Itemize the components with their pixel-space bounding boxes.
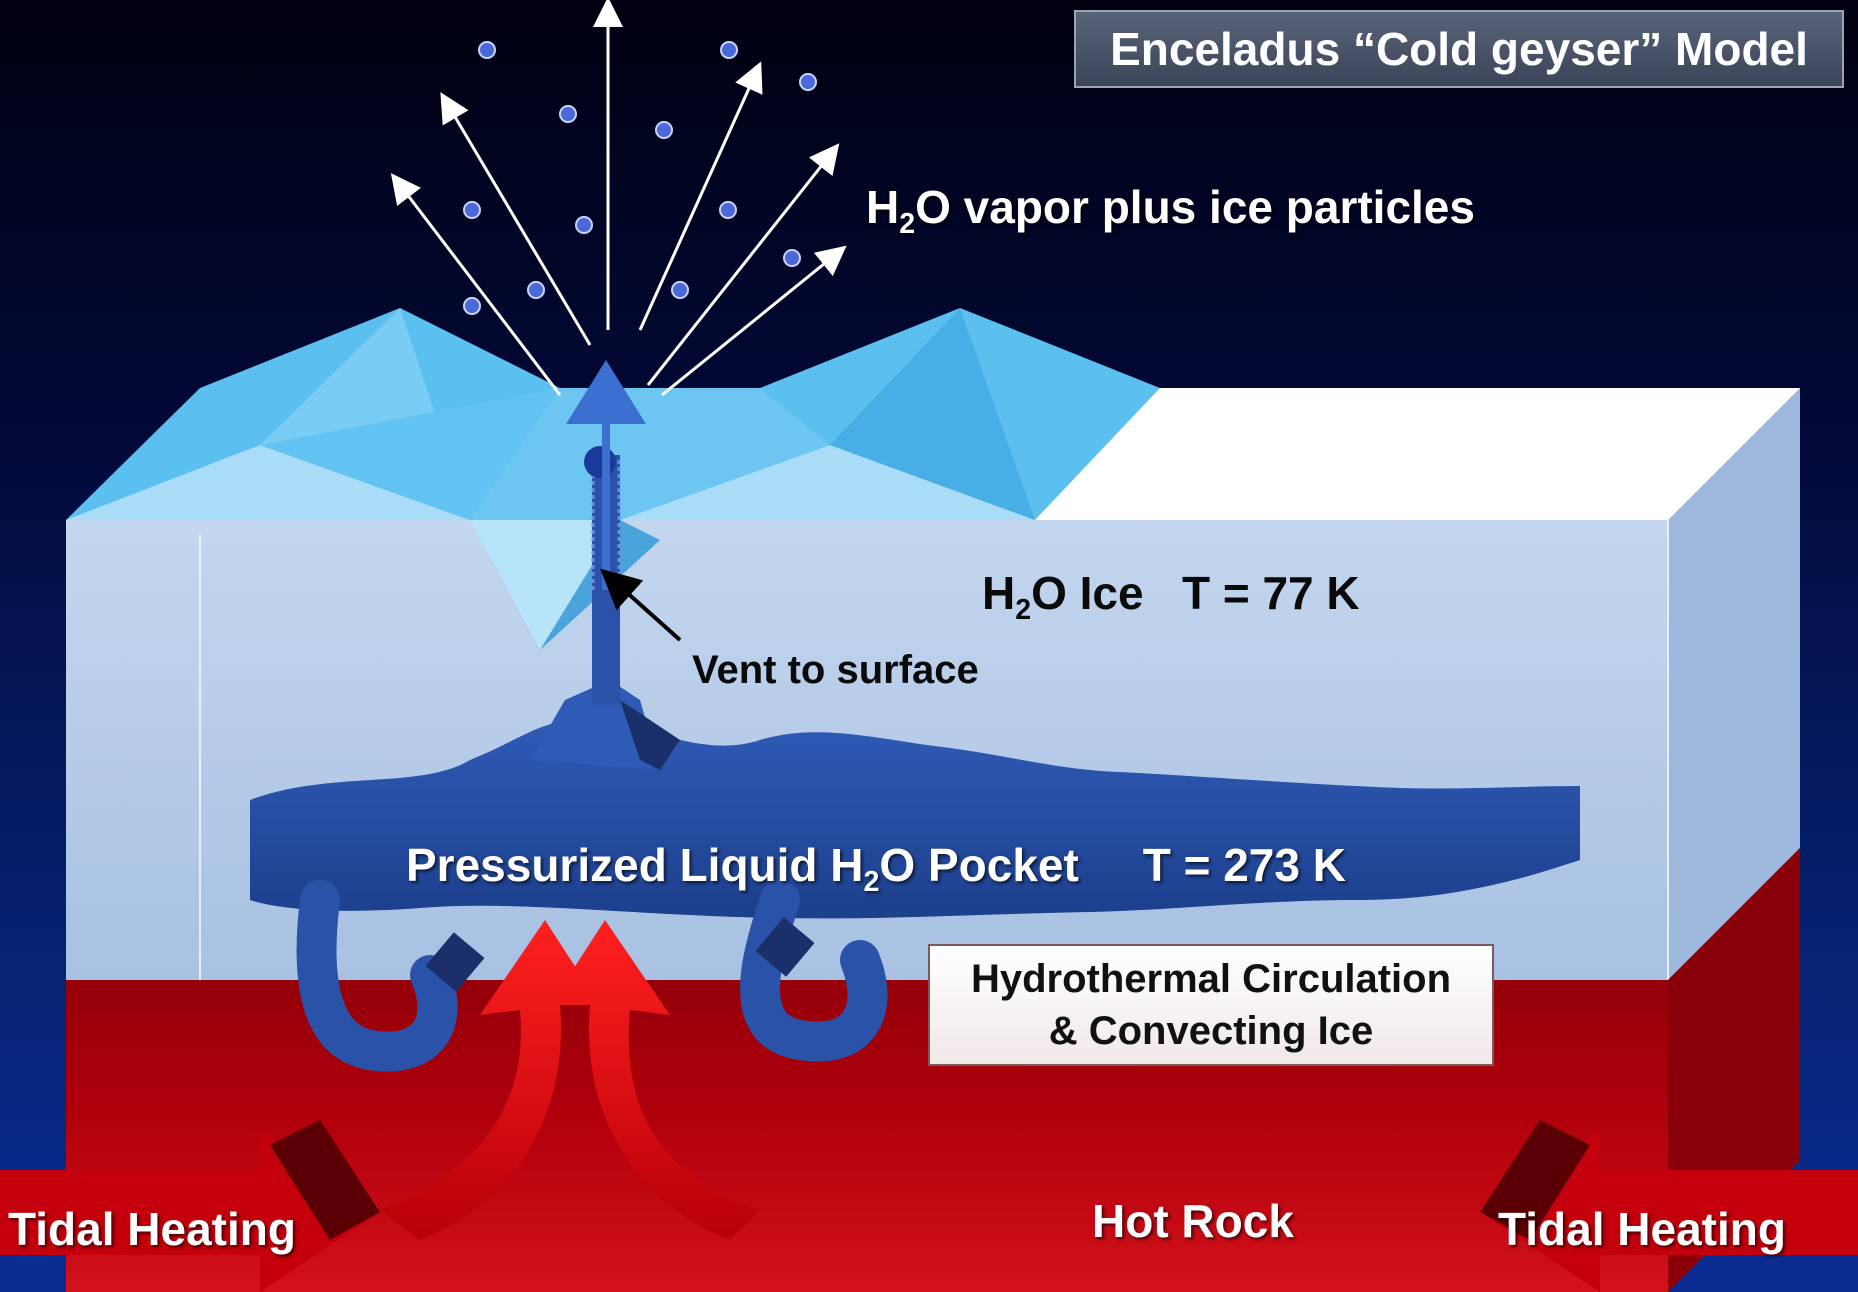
ice-label: H2O Ice T = 77 K (982, 567, 1360, 626)
vapor-arrow-icon (440, 92, 592, 346)
particle-dot-icon (655, 121, 673, 139)
particle-dot-icon (463, 201, 481, 219)
hydrothermal-line-1: Hydrothermal Circulation (970, 957, 1452, 1001)
pocket-vent-shadow (620, 700, 680, 770)
particle-dot-icon (720, 41, 738, 59)
hydrothermal-box: Hydrothermal Circulation & Convecting Ic… (928, 944, 1494, 1066)
particle-dot-icon (575, 216, 593, 234)
vapor-arrow-icon (390, 173, 562, 396)
pocket-loop-right-cap (755, 917, 815, 977)
vapor-arrows (390, 0, 847, 397)
ice-surface-ridges (66, 308, 1160, 650)
pocket-body (250, 720, 1580, 919)
tidal-arrow-icon (0, 1130, 380, 1292)
vapor-arrow-icon (646, 143, 840, 386)
convection-arrow-icon (550, 920, 760, 1240)
tidal-heating-right-label: Tidal Heating (1498, 1203, 1786, 1255)
vent-pointer-arrow (600, 568, 682, 642)
particle-dot-icon (783, 249, 801, 267)
vent-bubble-icon (584, 446, 616, 478)
vapor-label: H2O vapor plus ice particles (866, 181, 1475, 240)
hydrothermal-line-2: & Convecting Ice (1048, 1009, 1374, 1053)
convection-arrows (380, 920, 760, 1240)
particle-dot-icon (478, 41, 496, 59)
tidal-arrows (0, 1120, 1858, 1292)
particle-dot-icon (671, 281, 689, 299)
pocket-loop-left-cap (425, 932, 485, 992)
pocket-label: Pressurized Liquid H2O Pocket T = 273 K (406, 839, 1346, 898)
convection-arrow-icon (380, 920, 600, 1240)
particle-dot-icon (527, 281, 545, 299)
ice-particles (463, 41, 817, 315)
tidal-heating-left-label: Tidal Heating (8, 1203, 296, 1255)
diagram-title: Enceladus “Cold geyser” Model (1110, 23, 1808, 75)
vent-channel (566, 360, 682, 705)
hot-rock-label: Hot Rock (1092, 1195, 1294, 1247)
particle-dot-icon (559, 105, 577, 123)
particle-dot-icon (719, 201, 737, 219)
vent-label: Vent to surface (692, 648, 979, 692)
vapor-arrow-icon (661, 245, 847, 397)
tidal-arrow-icon (1480, 1130, 1858, 1292)
title-box: Enceladus “Cold geyser” Model (1074, 10, 1844, 88)
particle-dot-icon (799, 73, 817, 91)
pocket-vent-base (530, 680, 660, 770)
particle-dot-icon (463, 297, 481, 315)
vapor-arrow-icon (638, 61, 763, 331)
pocket-loop-left (296, 880, 458, 1072)
liquid-pocket (250, 680, 1580, 1072)
